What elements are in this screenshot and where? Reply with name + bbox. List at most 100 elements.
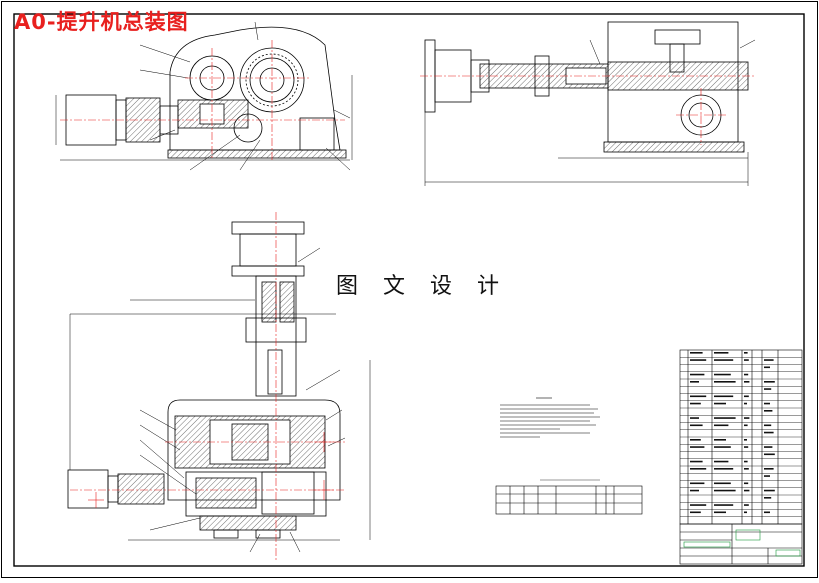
bom-cell-text-mark	[764, 424, 772, 427]
bom-cell-text-mark	[764, 431, 774, 434]
gearbox-section-housing	[167, 399, 341, 501]
bom-cell-text-mark	[764, 489, 775, 492]
leader	[149, 129, 176, 141]
bom-cell-text-mark	[744, 373, 749, 376]
bom-rows	[680, 357, 802, 517]
worm-shaft-section	[195, 477, 257, 509]
bom-cell-text-mark	[714, 381, 736, 383]
inner-border	[13, 13, 805, 567]
bom-cell-text-mark	[690, 504, 707, 506]
drawing-no-cell	[775, 549, 801, 557]
bom-cell-text-mark	[690, 439, 701, 441]
leader	[249, 533, 261, 553]
bom-cell-text-mark	[764, 402, 770, 405]
center-lines-top-right	[420, 75, 755, 145]
housing-top-window	[654, 29, 701, 45]
leader	[239, 139, 261, 171]
leader	[325, 409, 343, 421]
bom-cell-text-mark	[744, 417, 750, 419]
leader	[333, 109, 351, 119]
bom-cell-text-mark	[714, 489, 736, 492]
bom-cell-text-mark	[764, 359, 774, 361]
bom-cell-text-mark	[744, 468, 749, 470]
bom-cell-text-mark	[714, 482, 731, 485]
bom-cell-text-mark	[690, 395, 707, 398]
bom-cell-text-mark	[744, 359, 749, 361]
center-lines-bottom	[70, 212, 345, 560]
base-section	[199, 515, 297, 531]
bom-cell-text-mark	[764, 446, 773, 448]
title-green-cell	[735, 529, 761, 541]
view-side-top-right	[424, 21, 756, 186]
leader	[139, 409, 177, 431]
bom-cell-text-mark	[764, 453, 775, 456]
bom-cell-text-mark	[714, 439, 726, 441]
bom-cell-text-mark	[744, 511, 747, 514]
bom-cell-text-mark	[714, 359, 734, 361]
leader	[139, 69, 189, 79]
bom-cell-text-mark	[714, 395, 734, 398]
leader	[589, 39, 601, 65]
technical-notes	[500, 397, 600, 438]
bom-cell-text-mark	[744, 424, 748, 427]
bom-cell-text-mark	[690, 460, 703, 463]
worm-box	[261, 471, 315, 515]
gearbox-housing	[169, 26, 341, 151]
bom-cell-marks	[690, 352, 775, 514]
bom-cell-text-mark	[690, 511, 701, 514]
leader	[739, 39, 756, 49]
bom-cell-text-mark	[690, 489, 699, 492]
platform-bottom	[231, 265, 305, 277]
bom-cell-text-mark	[690, 402, 701, 405]
leader	[139, 439, 185, 479]
center-lines-top-left	[60, 40, 345, 160]
view-front-top-left	[55, 21, 353, 171]
platform-frame	[239, 233, 297, 267]
bom-cell-text-mark	[764, 511, 770, 514]
leader	[325, 147, 351, 171]
bom-cell-text-mark	[744, 381, 750, 383]
leader	[297, 247, 321, 263]
foot-left	[213, 529, 239, 539]
bom-cell-text-mark	[714, 511, 726, 514]
base-plate	[167, 149, 347, 159]
leader	[139, 454, 197, 495]
bom-cell-text-mark	[690, 468, 707, 470]
motor-coupling-small	[117, 473, 165, 505]
bom-cell-text-mark	[744, 504, 749, 506]
motor-small-flange	[107, 475, 119, 503]
param-table-frame	[495, 485, 643, 515]
title-block-frame	[679, 523, 803, 565]
bom-cell-text-mark	[690, 482, 705, 485]
view-section-bottom	[67, 221, 371, 553]
bom-cell-text-mark	[744, 352, 748, 354]
bom-cell-text-mark	[690, 359, 707, 361]
bom-cell-text-mark	[744, 460, 748, 463]
bom-cell-text-mark	[744, 482, 749, 485]
leader	[139, 44, 191, 63]
bom-cell-text-mark	[714, 417, 736, 419]
leader	[189, 134, 241, 171]
column-slot	[267, 349, 283, 395]
foot-right	[255, 529, 281, 539]
bom-cell-text-mark	[764, 410, 773, 412]
bom-cell-text-mark	[690, 381, 699, 383]
leader	[149, 517, 201, 531]
bom-cell-text-mark	[690, 417, 699, 419]
bom-cell-text-mark	[690, 446, 705, 448]
bom-cell-text-mark	[714, 373, 731, 376]
bom-cell-text-mark	[690, 424, 703, 427]
platform-top	[231, 221, 305, 235]
housing-base	[603, 141, 745, 153]
title-block	[679, 523, 803, 565]
bom-cell-text-mark	[744, 489, 750, 492]
leader	[254, 21, 259, 41]
bom-cell-text-mark	[744, 446, 749, 448]
bom-cell-text-mark	[764, 388, 772, 390]
column-hatch-left	[261, 281, 277, 323]
bom-cell-text-mark	[714, 402, 726, 405]
leader	[139, 424, 181, 451]
bom-cell-text-mark	[690, 352, 703, 354]
